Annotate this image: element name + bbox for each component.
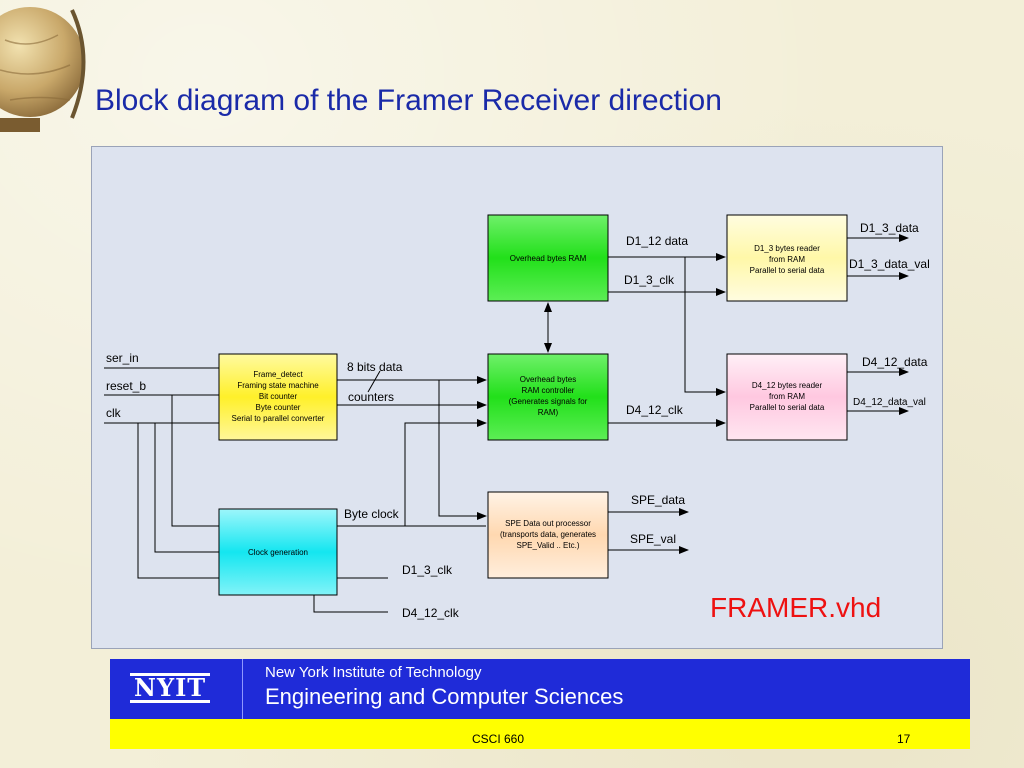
ram-controller-line-4: RAM) — [538, 408, 559, 417]
label-byte-clock: Byte clock — [344, 507, 400, 521]
d1-reader-line-1: D1_3 bytes reader — [754, 244, 820, 253]
label-clk: clk — [106, 406, 122, 420]
label-reset-b: reset_b — [106, 379, 146, 393]
spe-processor-line-3: SPE_Valid .. Etc.) — [517, 541, 580, 550]
clock-generation-block: Clock generation — [218, 508, 338, 596]
label-counters: counters — [348, 390, 394, 404]
frame-detect-line-2: Framing state machine — [237, 381, 319, 390]
label-ser-in: ser_in — [106, 351, 139, 365]
label-d4-12-data: D4_12_data — [862, 355, 928, 369]
label-d1-3-clk-bottom: D1_3_clk — [402, 563, 453, 577]
department-name: Engineering and Computer Sciences — [265, 684, 624, 709]
ram-controller-block: Overhead bytes RAM controller (Generates… — [487, 353, 609, 441]
wire-reset-to-clockgen — [171, 395, 219, 527]
label-d4-12-clk: D4_12_clk — [626, 403, 684, 417]
spe-processor-line-2: (transports data, generates — [500, 530, 596, 539]
nyit-logo: NYIT — [110, 659, 243, 719]
overhead-ram-label: Overhead bytes RAM — [510, 254, 587, 263]
institute-name: New York Institute of Technology — [265, 664, 482, 681]
wire-clk-to-clockgen-2 — [137, 423, 219, 579]
file-label: FRAMER.vhd — [710, 592, 881, 623]
footer-banner — [110, 659, 970, 719]
page-number: 17 — [897, 732, 911, 746]
course-code: CSCI 660 — [472, 732, 525, 746]
wire-d1-12-to-d4 — [684, 257, 726, 396]
frame-detect-line-3: Bit counter — [259, 392, 298, 401]
label-d1-3-data: D1_3_data — [860, 221, 919, 235]
label-spe-val: SPE_val — [630, 532, 676, 546]
label-d1-12-data: D1_12 data — [626, 234, 688, 248]
d4-reader-line-3: Parallel to serial data — [750, 403, 825, 412]
label-d1-3-clk-top: D1_3_clk — [624, 273, 675, 287]
d1-reader-line-2: from RAM — [769, 255, 805, 264]
ram-controller-line-3: (Generates signals for — [509, 397, 588, 406]
label-d4-12-clk-bottom: D4_12_clk — [402, 606, 460, 620]
label-d1-3-data-val: D1_3_data_val — [849, 257, 930, 271]
spe-processor-block: SPE Data out processor (transports data,… — [487, 491, 609, 579]
footer-bar — [110, 719, 970, 749]
wire-byte-clock — [337, 419, 487, 527]
overhead-ram-block: Overhead bytes RAM — [487, 214, 609, 302]
label-8-bits-data: 8 bits data — [347, 360, 403, 374]
d4-reader-line-2: from RAM — [769, 392, 805, 401]
nyit-logo-text: NYIT — [130, 673, 211, 703]
wires — [104, 234, 909, 613]
wire-clk-to-clockgen — [154, 423, 219, 553]
slide-title: Block diagram of the Framer Receiver dir… — [95, 84, 722, 117]
globe-icon — [0, 7, 86, 132]
wire-8bits-to-spe — [438, 380, 487, 520]
frame-detect-line-4: Byte counter — [256, 403, 301, 412]
frame-detect-line-5: Serial to parallel converter — [232, 414, 325, 423]
wire-d4-12-clk-out — [313, 595, 388, 613]
label-spe-data: SPE_data — [631, 493, 685, 507]
label-d4-12-data-val: D4_12_data_val — [853, 397, 926, 408]
spe-processor-line-1: SPE Data out processor — [505, 519, 591, 528]
d4-reader-block: D4_12 bytes reader from RAM Parallel to … — [726, 353, 848, 441]
frame-detect-line-1: Frame_detect — [253, 370, 303, 379]
bus-slash — [367, 370, 381, 393]
clock-generation-label: Clock generation — [248, 548, 308, 557]
d1-reader-block: D1_3 bytes reader from RAM Parallel to s… — [726, 214, 848, 302]
d1-reader-line-3: Parallel to serial data — [750, 266, 825, 275]
ram-controller-line-1: Overhead bytes — [520, 375, 576, 384]
frame-detect-block: Frame_detect Framing state machine Bit c… — [218, 353, 338, 441]
ram-controller-line-2: RAM controller — [522, 386, 575, 395]
d4-reader-line-1: D4_12 bytes reader — [752, 381, 823, 390]
